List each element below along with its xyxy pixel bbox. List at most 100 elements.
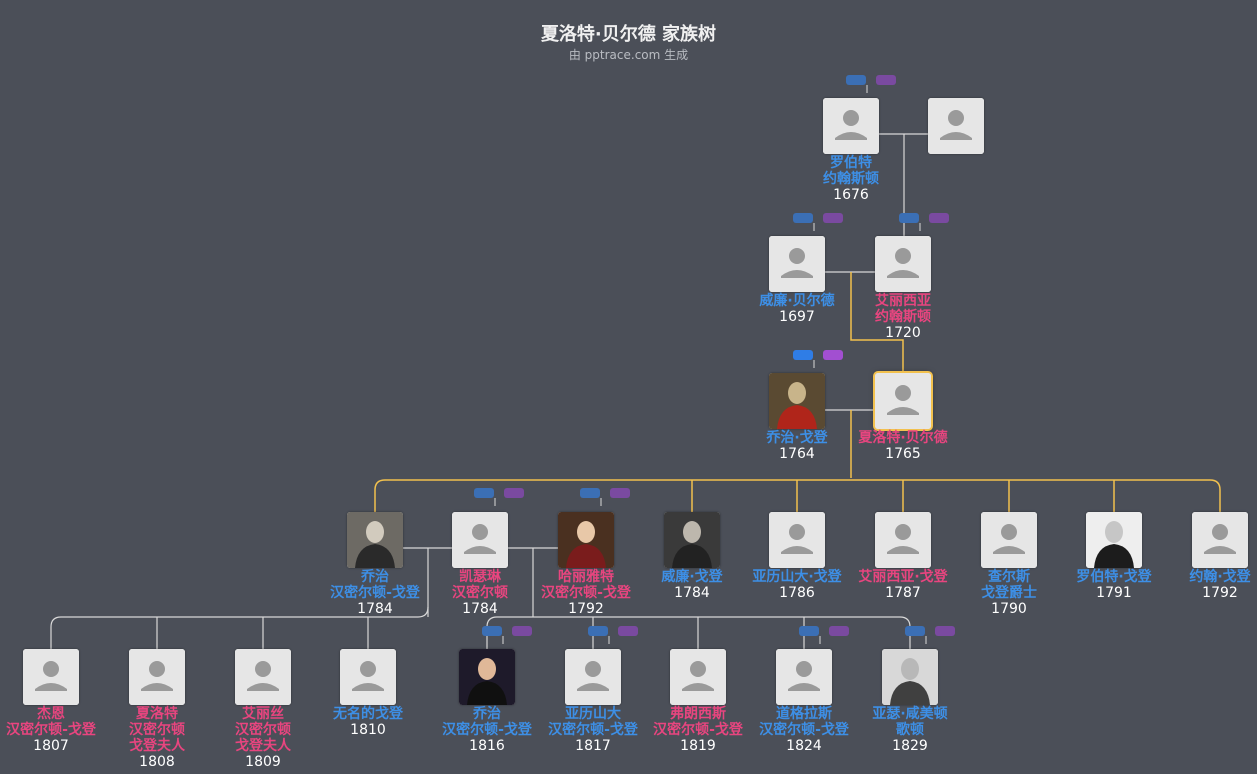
person-name: 歌顿 [896,722,924,738]
person-name: 汉密尔顿 [129,722,185,738]
person-name: 约翰斯顿 [875,309,931,325]
expand-mother-button[interactable] [829,626,849,636]
expand-father-button[interactable] [799,626,819,636]
person-portrait[interactable] [558,512,614,568]
person-avatar-icon[interactable] [823,98,879,154]
expand-father-button[interactable] [482,626,502,636]
person-avatar-icon[interactable] [981,512,1037,568]
person-avatar-icon[interactable] [452,512,508,568]
person-birth-year: 1792 [1202,585,1238,601]
person-portrait[interactable] [882,649,938,705]
person-avatar-icon[interactable] [875,236,931,292]
person-name: 戈登爵士 [981,585,1037,601]
expand-mother-button[interactable] [876,75,896,85]
expand-mother-button[interactable] [610,488,630,498]
expand-mother-button[interactable] [929,213,949,223]
person-avatar-icon[interactable] [875,512,931,568]
expand-father-button[interactable] [793,350,813,360]
person-avatar-icon[interactable] [776,649,832,705]
person-birth-year: 1807 [33,738,69,754]
person-birth-year: 1784 [674,585,710,601]
person-name: 艾丽西亚·戈登 [858,569,948,585]
person-avatar-icon[interactable] [565,649,621,705]
person-birth-year: 1790 [991,601,1027,617]
person-name: 乔治 [361,569,389,585]
person-avatar-icon[interactable] [928,98,984,154]
person-name: 约翰斯顿 [823,171,879,187]
person-portrait[interactable] [664,512,720,568]
person-avatar-icon[interactable] [129,649,185,705]
expand-father-button[interactable] [793,213,813,223]
person-birth-year: 1765 [885,446,921,462]
person-name: 亚历山大·戈登 [752,569,842,585]
expand-father-button[interactable] [846,75,866,85]
expand-father-button[interactable] [588,626,608,636]
person-birth-year: 1784 [357,601,393,617]
person-name: 弗朗西斯 [670,706,726,722]
expand-mother-button[interactable] [512,626,532,636]
person-avatar-icon[interactable] [235,649,291,705]
person-name: 汉密尔顿-戈登 [759,722,849,738]
person-portrait[interactable] [769,373,825,429]
person-avatar-icon[interactable] [875,373,931,429]
person-avatar-icon[interactable] [23,649,79,705]
descent-line [50,606,429,649]
person-birth-year: 1784 [462,601,498,617]
expand-mother-button[interactable] [618,626,638,636]
person-birth-year: 1792 [568,601,604,617]
person-birth-year: 1810 [350,722,386,738]
expand-mother-button[interactable] [823,350,843,360]
person-birth-year: 1829 [892,738,928,754]
person-portrait[interactable] [1086,512,1142,568]
person-name: 乔治·戈登 [766,430,828,446]
person-avatar-icon[interactable] [1192,512,1248,568]
person-name: 戈登夫人 [129,738,185,754]
person-name: 夏洛特·贝尔德 [858,430,948,446]
person-name: 汉密尔顿-戈登 [541,585,631,601]
expand-father-button[interactable] [899,213,919,223]
page-title: 夏洛特·贝尔德 家族树 [540,24,717,45]
page-subtitle: 由 pptrace.com 生成 [568,48,689,62]
expand-father-button[interactable] [474,488,494,498]
expand-father-button[interactable] [580,488,600,498]
person-name: 威廉·戈登 [661,569,723,585]
person-birth-year: 1786 [779,585,815,601]
expand-father-button[interactable] [905,626,925,636]
person-avatar-icon[interactable] [340,649,396,705]
person-name: 罗伯特·戈登 [1076,569,1152,585]
person-birth-year: 1808 [139,754,175,770]
person-portrait[interactable] [347,512,403,568]
person-birth-year: 1816 [469,738,505,754]
person-avatar-icon[interactable] [670,649,726,705]
person-avatar-icon[interactable] [769,512,825,568]
person-birth-year: 1764 [779,446,815,462]
expand-mother-button[interactable] [504,488,524,498]
expand-mother-button[interactable] [823,213,843,223]
expand-mother-button[interactable] [935,626,955,636]
person-portrait[interactable] [459,649,515,705]
person-avatar-icon[interactable] [769,236,825,292]
